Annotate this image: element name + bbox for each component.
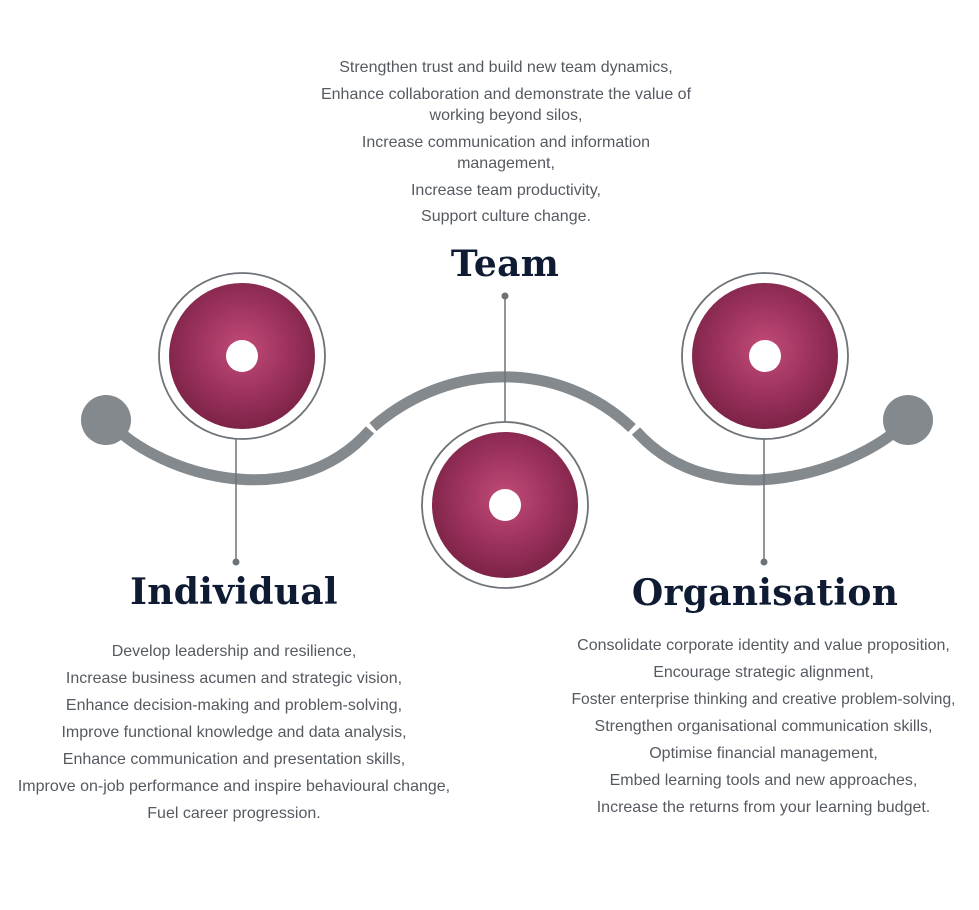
organisation-benefits-list: Consolidate corporate identity and value…: [548, 632, 979, 821]
organisation-benefit: Consolidate corporate identity and value…: [577, 637, 950, 654]
organisation-connector-dot: [760, 558, 768, 566]
organisation-benefit: Embed learning tools and new approaches,: [609, 772, 918, 789]
individual-connector-dot: [232, 558, 240, 566]
wave-path-right: [631, 416, 912, 486]
individual-benefit: Enhance decision-making and problem-solv…: [65, 697, 403, 714]
team-benefit: Increase communication and information m…: [361, 133, 651, 173]
path-start-cap: [81, 395, 131, 445]
individual-benefit: Improve on-job performance and inspire b…: [17, 778, 451, 795]
organisation-benefit: Increase the returns from your learning …: [596, 799, 931, 816]
individual-benefit: Develop leadership and resilience,: [111, 643, 357, 660]
team-connector-dot: [501, 292, 509, 300]
team-node: [421, 421, 589, 589]
organisation-benefit: Foster enterprise thinking and creative …: [571, 691, 956, 708]
individual-benefits-list: Develop leadership and resilience, Incre…: [0, 638, 468, 827]
individual-benefit: Enhance communication and presentation s…: [62, 751, 406, 768]
team-benefit: Support culture change.: [421, 208, 591, 225]
team-title: Team: [450, 243, 560, 285]
individual-benefit: Improve functional knowledge and data an…: [61, 724, 407, 741]
individual-benefit: Fuel career progression.: [147, 805, 321, 822]
individual-title: Individual: [130, 571, 338, 613]
team-benefits-list: Strengthen trust and build new team dyna…: [306, 57, 706, 228]
individual-node: [158, 272, 326, 440]
organisation-node: [681, 272, 849, 440]
individual-benefit: Increase business acumen and strategic v…: [65, 670, 403, 687]
organisation-title: Organisation: [631, 572, 899, 614]
organisation-benefit: Encourage strategic alignment,: [653, 664, 874, 681]
team-benefit: Strengthen trust and build new team dyna…: [339, 59, 673, 76]
wave-path-middle: [369, 371, 636, 433]
organisation-benefit: Optimise financial management,: [649, 745, 878, 762]
team-benefit: Enhance collaboration and demonstrate th…: [320, 85, 692, 125]
path-end-cap: [883, 395, 933, 445]
wave-path-left: [103, 416, 375, 486]
team-benefit: Increase team productivity,: [410, 181, 601, 199]
organisation-benefit: Strengthen organisational communication …: [594, 718, 933, 735]
